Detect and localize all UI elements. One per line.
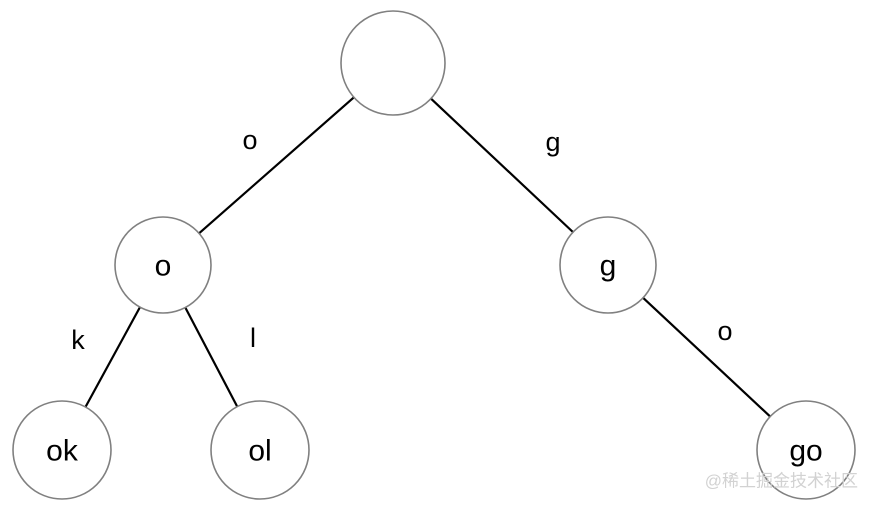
node-g[interactable]: g — [559, 216, 657, 314]
edge-g-go — [641, 296, 772, 418]
node-label-g: g — [600, 250, 617, 283]
edge-label-o-ok: k — [71, 325, 85, 355]
edge-root-g — [429, 97, 575, 234]
node-label-o: o — [155, 250, 172, 283]
edge-label-g-go: o — [717, 316, 732, 346]
node-circle-g[interactable] — [559, 216, 657, 314]
node-root[interactable] — [340, 10, 446, 116]
edge-label-root-o: o — [242, 125, 257, 155]
node-label-go: go — [789, 435, 822, 468]
watermark: @稀土掘金技术社区 — [705, 472, 858, 491]
node-circle-o[interactable] — [114, 216, 212, 314]
node-ol[interactable]: ol — [210, 400, 310, 500]
edge-o-ok — [84, 306, 142, 409]
node-label-ol: ol — [248, 435, 271, 468]
node-circle-go[interactable] — [756, 400, 856, 500]
edge-root-o — [197, 96, 356, 235]
node-go[interactable]: go — [756, 400, 856, 500]
node-circle-ol[interactable] — [210, 400, 310, 500]
edge-label-o-ol: l — [250, 323, 256, 353]
node-ok[interactable]: ok — [12, 400, 112, 500]
node-o[interactable]: o — [114, 216, 212, 314]
edge-layer — [84, 96, 772, 418]
node-circle-ok[interactable] — [12, 400, 112, 500]
node-circle-root[interactable] — [340, 10, 446, 116]
edge-o-ol — [184, 306, 239, 408]
node-label-ok: ok — [46, 435, 79, 468]
edge-label-root-g: g — [545, 127, 560, 157]
edge-label-layer: o g k l o — [71, 125, 732, 355]
